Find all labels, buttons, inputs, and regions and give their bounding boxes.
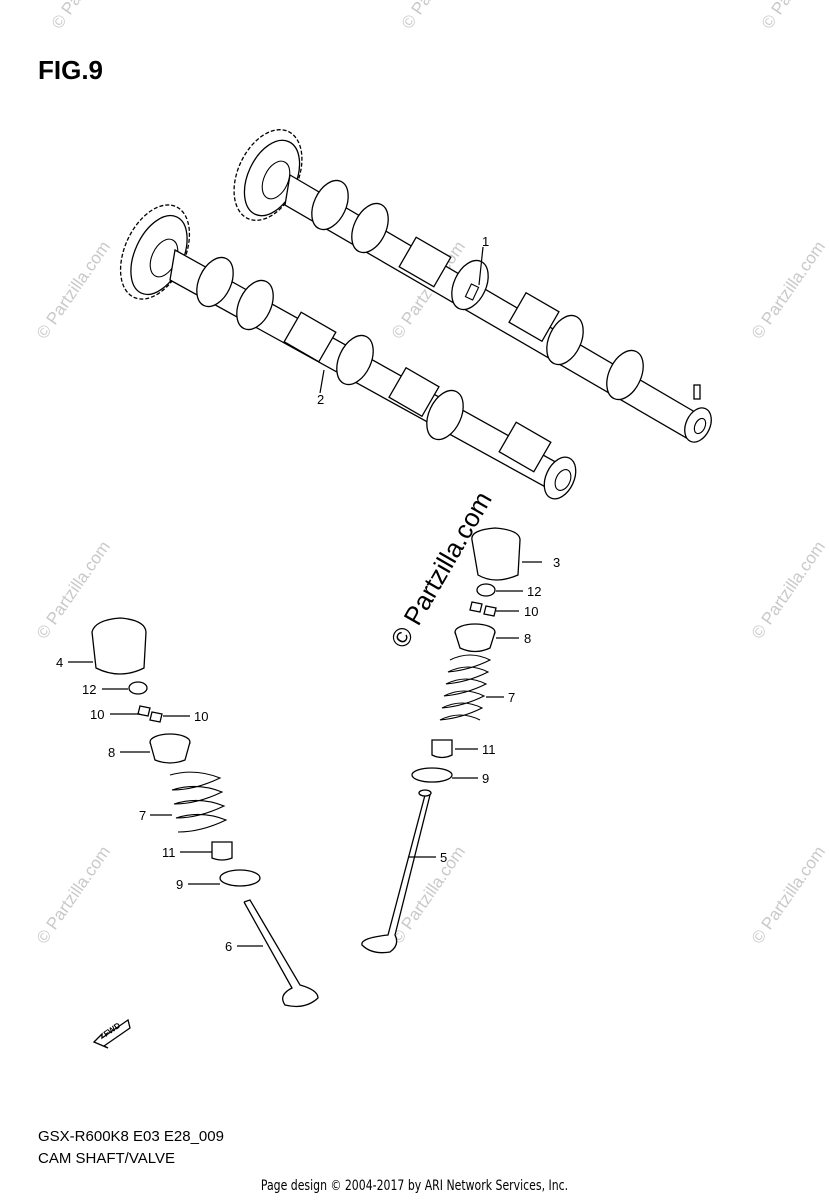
watermark: © Partzilla.com	[758, 0, 829, 32]
valve-assembly-left	[91, 617, 319, 1008]
tappet-3	[471, 527, 521, 581]
watermark: © Partzilla.com	[748, 538, 829, 643]
callout-11-left: 11	[162, 845, 176, 860]
callout-5: 5	[440, 850, 447, 865]
callout-1: 1	[482, 234, 489, 249]
seal-11-left	[211, 841, 233, 861]
valve-5	[361, 794, 431, 954]
watermark: © Partzilla.com	[748, 238, 829, 343]
callouts: 1 2 3 12 10 8 7 11 9 5 4 12 10 10 8 7 11…	[56, 234, 560, 954]
leader-lines	[68, 246, 542, 947]
camshaft-2	[119, 204, 577, 500]
camshaft-1	[233, 129, 712, 443]
valve-6	[243, 899, 319, 1008]
callout-10-left-a: 10	[90, 707, 104, 722]
callout-2: 2	[317, 392, 324, 407]
callout-9-left: 9	[176, 877, 183, 892]
cotter-10a-right	[469, 601, 483, 613]
callout-10-left-b: 10	[194, 709, 208, 724]
cotter-10b-left	[149, 711, 163, 723]
watermark-layer: © Partzilla.com © Partzilla.com © Partzi…	[33, 0, 829, 947]
washer-9-right	[411, 767, 453, 783]
watermark: © Partzilla.com	[748, 843, 829, 948]
spring-7-right	[439, 654, 492, 721]
callout-12-left: 12	[82, 682, 96, 697]
section-name: CAM SHAFT/VALVE	[38, 1150, 175, 1167]
callout-9-right: 9	[482, 771, 489, 786]
callout-8-right: 8	[524, 631, 531, 646]
watermark: © Partzilla.com	[398, 0, 479, 32]
watermark: © Partzilla.com	[33, 843, 114, 948]
washer-9-left	[219, 869, 261, 887]
callout-4: 4	[56, 655, 63, 670]
spring-7-left	[169, 771, 228, 833]
watermark: © Partzilla.com	[33, 238, 114, 343]
callout-7-right: 7	[508, 690, 515, 705]
tappet-4	[91, 617, 147, 675]
watermark: © Partzilla.com	[48, 0, 129, 32]
fig-title: FIG.9	[38, 55, 104, 85]
callout-8-left: 8	[108, 745, 115, 760]
seal-11-right	[431, 739, 453, 759]
model-code: GSX-R600K8 E03 E28_009	[38, 1128, 224, 1145]
callout-3: 3	[553, 555, 560, 570]
cotter-10a-left	[137, 705, 151, 717]
callout-10-right: 10	[524, 604, 538, 619]
shim-12-left	[128, 681, 148, 695]
page-footer: Page design © 2004-2017 by ARI Network S…	[260, 1178, 569, 1194]
cotter-10b-right	[483, 605, 497, 617]
callout-6: 6	[225, 939, 232, 954]
fwd-arrow-icon: FWD	[92, 1018, 131, 1049]
callout-11-right: 11	[482, 742, 496, 757]
callout-12-right: 12	[527, 584, 541, 599]
callout-7-left: 7	[139, 808, 146, 823]
shim-12-right	[476, 583, 496, 597]
valve-assembly-right	[361, 527, 521, 954]
